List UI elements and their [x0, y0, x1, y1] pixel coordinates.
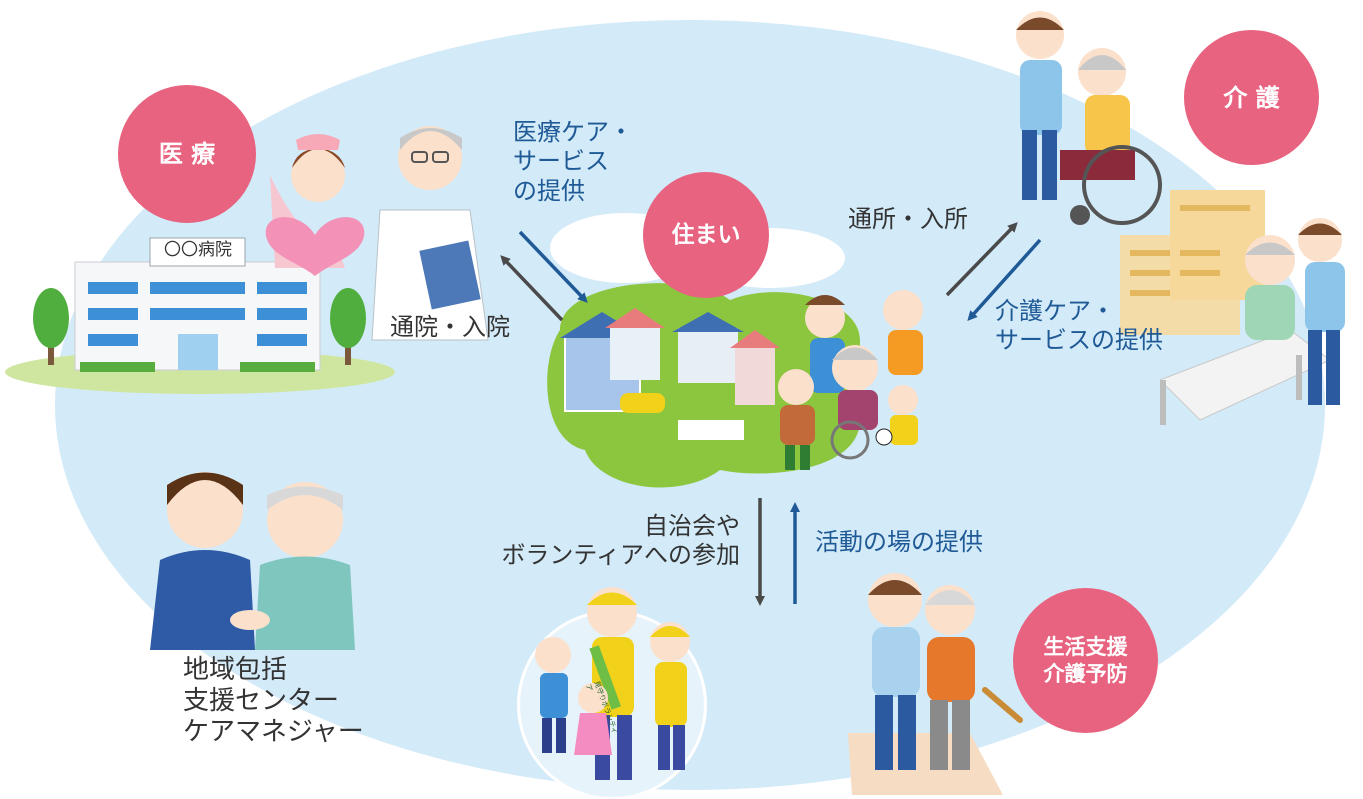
medical-category-label: 医 療: [158, 140, 216, 168]
hospital-illustration: [5, 237, 395, 394]
hospital-sign: 〇〇病院: [164, 240, 232, 260]
medical-category-badge: 医 療: [118, 85, 256, 223]
care-category-badge: 介 護: [1184, 30, 1319, 165]
arrow-care-service: [967, 238, 1042, 321]
support-center-label: 地域包括 支援センター ケアマネジャー: [183, 655, 364, 748]
living-support-category-label: 生活支援 介護予防: [1043, 635, 1128, 686]
care-facility-illustration: [1120, 190, 1345, 425]
volunteer-illustration: [517, 587, 707, 799]
housing-category-badge: 住まい: [643, 172, 769, 298]
medical-service-label: 医療ケア・ サービス の提供: [513, 118, 633, 205]
care-category-label: 介 護: [1223, 83, 1280, 112]
living-support-illustration: [848, 573, 1023, 795]
arrow-care-visit: [945, 222, 1018, 297]
nurse-figure: [265, 134, 365, 276]
care-visit-label: 通所・入所: [848, 205, 968, 233]
arrow-hospital-visit: [500, 255, 564, 322]
hospital-visit-label: 通院・入院: [390, 313, 510, 341]
support-center-illustration: [150, 472, 355, 650]
participation-label: 自治会や ボランティアへの参加: [501, 512, 740, 570]
living-support-category-badge: 生活支援 介護予防: [1013, 588, 1158, 733]
activity-place-label: 活動の場の提供: [815, 528, 983, 556]
care-service-label: 介護ケア・ サービスの提供: [995, 297, 1163, 355]
housing-category-label: 住まい: [671, 221, 741, 248]
arrow-medical-service: [518, 230, 588, 303]
care-illustration: [1016, 11, 1162, 225]
family-illustration: [778, 290, 923, 470]
doctor-figure: [371, 126, 489, 341]
